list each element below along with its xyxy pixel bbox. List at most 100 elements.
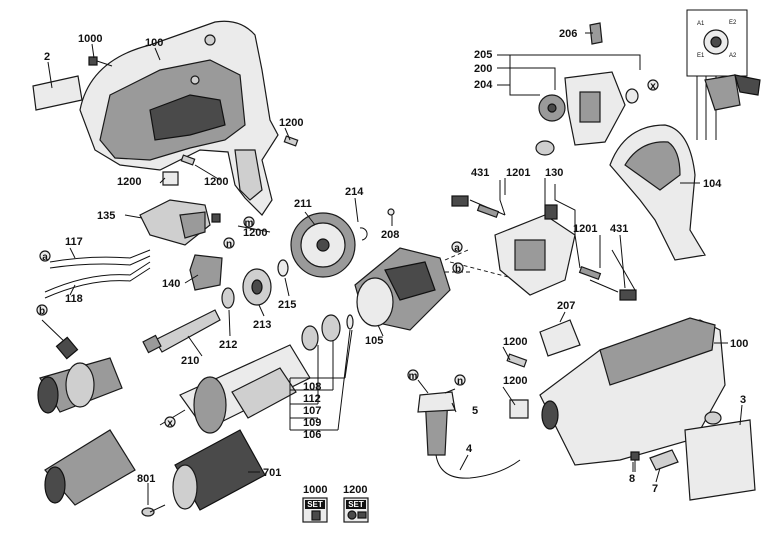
cable-clamp-7 bbox=[649, 449, 679, 471]
label-701: 701 bbox=[263, 467, 281, 479]
label-105: 105 bbox=[365, 335, 383, 347]
label-801: 801 bbox=[137, 473, 155, 485]
armature-107 bbox=[159, 344, 311, 434]
marker-n1: n bbox=[223, 237, 235, 250]
marker-x1: x bbox=[164, 416, 176, 429]
brush-holder-130 bbox=[494, 204, 576, 296]
label-117: 117 bbox=[65, 236, 83, 248]
strain-relief-5 bbox=[417, 391, 456, 456]
marker-b2: b bbox=[452, 262, 464, 275]
spring-1201-b bbox=[578, 265, 602, 281]
label-set-1000: 1000 bbox=[303, 484, 327, 496]
pin-1200-b bbox=[180, 154, 196, 166]
bearing-109 bbox=[321, 314, 341, 342]
label-8: 8 bbox=[629, 473, 635, 485]
ball-208 bbox=[387, 208, 395, 216]
label-135: 135 bbox=[97, 210, 115, 222]
svg-text:m: m bbox=[409, 371, 418, 382]
label-100-b: 100 bbox=[730, 338, 748, 350]
ring-212 bbox=[221, 287, 235, 309]
label-212: 212 bbox=[219, 339, 237, 351]
brush-431-right bbox=[589, 279, 637, 301]
svg-text:a: a bbox=[454, 243, 460, 254]
label-204: 204 bbox=[474, 79, 493, 91]
svg-text:a: a bbox=[42, 252, 48, 263]
svg-text:n: n bbox=[457, 376, 463, 387]
brush-plate-200 bbox=[564, 71, 626, 146]
label-1200-c: 1200 bbox=[117, 176, 141, 188]
label-205: 205 bbox=[474, 49, 492, 61]
svg-text:b: b bbox=[39, 306, 45, 317]
cables-117-118 bbox=[44, 249, 151, 299]
wiring-a1: A1 bbox=[697, 21, 705, 27]
right-housing-half bbox=[539, 317, 726, 466]
stator-connection-leaders bbox=[444, 249, 521, 281]
wiring-schematic bbox=[686, 9, 761, 140]
svg-text:x: x bbox=[167, 418, 173, 429]
power-cable-4 bbox=[435, 454, 521, 479]
label-112: 112 bbox=[303, 393, 321, 405]
bearing-204 bbox=[535, 140, 555, 156]
pin-1200-a bbox=[283, 135, 299, 147]
label-7: 7 bbox=[652, 483, 658, 495]
label-210: 210 bbox=[181, 355, 199, 367]
gear-211 bbox=[290, 212, 356, 278]
screw-8 bbox=[630, 451, 640, 472]
keyless-chuck-left bbox=[44, 429, 136, 506]
svg-text:x: x bbox=[650, 81, 656, 92]
pin-1200-e bbox=[506, 353, 528, 368]
label-106: 106 bbox=[303, 429, 321, 441]
label-211: 211 bbox=[294, 198, 312, 210]
marker-b1: b bbox=[36, 304, 48, 317]
trigger-140 bbox=[189, 254, 223, 291]
label-1201-b: 1201 bbox=[573, 223, 597, 235]
screw-801 bbox=[141, 504, 166, 517]
top-cover-207 bbox=[539, 319, 581, 357]
marker-n2: n bbox=[454, 374, 466, 387]
label-108: 108 bbox=[303, 381, 321, 393]
keyed-chuck bbox=[37, 357, 123, 414]
svg-text:m: m bbox=[245, 218, 254, 229]
label-215: 215 bbox=[278, 299, 296, 311]
label-sheet-2 bbox=[32, 75, 83, 111]
label-109: 109 bbox=[303, 417, 321, 429]
label-1200-e: 1200 bbox=[503, 336, 527, 348]
label-431-a: 431 bbox=[471, 167, 489, 179]
label-208: 208 bbox=[381, 229, 399, 241]
wiring-e1: E1 bbox=[697, 53, 705, 59]
marker-a2: a bbox=[451, 241, 463, 254]
label-130: 130 bbox=[545, 167, 563, 179]
label-107: 107 bbox=[303, 405, 321, 417]
clip-1200 bbox=[162, 171, 179, 186]
set-badge-1000 bbox=[302, 497, 328, 523]
label-5: 5 bbox=[472, 405, 478, 417]
bearing-213-inner bbox=[251, 279, 263, 295]
washer-106 bbox=[346, 314, 354, 330]
label-104: 104 bbox=[703, 178, 722, 190]
label-118: 118 bbox=[65, 293, 83, 305]
label-1200-b: 1200 bbox=[204, 176, 228, 188]
stator-105 bbox=[354, 247, 451, 331]
set-badge-1200-text: SET bbox=[348, 500, 364, 509]
washer-205 bbox=[625, 88, 639, 104]
set-badge-1000-text: SET bbox=[307, 500, 323, 509]
label-1200-d: 1200 bbox=[243, 227, 267, 239]
switch-135 bbox=[139, 199, 221, 246]
keyless-chuck-701 bbox=[172, 429, 266, 511]
circlip-214 bbox=[359, 227, 368, 241]
label-1201-a: 1201 bbox=[506, 167, 530, 179]
label-2: 2 bbox=[44, 51, 50, 63]
marker-m1: m bbox=[243, 216, 255, 229]
left-housing-half bbox=[79, 20, 279, 216]
screw-1000 bbox=[88, 56, 113, 67]
label-140: 140 bbox=[162, 278, 180, 290]
marker-m2: m bbox=[407, 369, 419, 382]
wiring-a2: A2 bbox=[729, 53, 737, 59]
set-badge-1200 bbox=[343, 497, 369, 523]
label-213: 213 bbox=[253, 319, 271, 331]
leader-lines bbox=[47, 32, 743, 505]
bearing-108 bbox=[301, 325, 319, 351]
label-1200-a: 1200 bbox=[279, 117, 303, 129]
label-1200-f: 1200 bbox=[503, 375, 527, 387]
